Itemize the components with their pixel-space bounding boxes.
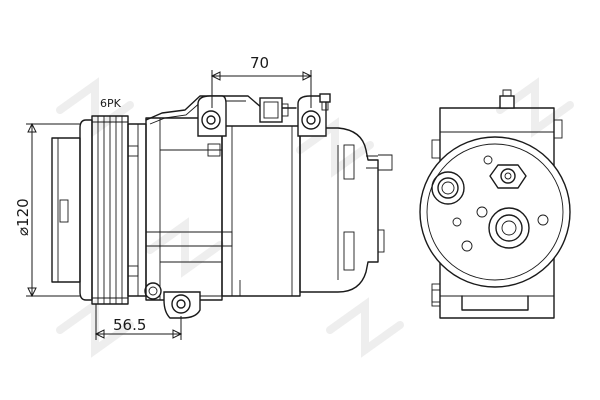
dimension-pulley-diameter-label: ⌀120 (14, 198, 32, 236)
clutch-housing (127, 123, 147, 297)
discharge-port (488, 207, 530, 249)
dimension-top-width (210, 70, 313, 108)
mounting-ear-bottom (163, 291, 201, 319)
end-view-face (419, 136, 571, 288)
clutch-hub (51, 137, 81, 283)
dimension-pulley-offset-label: 56.5 (113, 316, 146, 334)
dimension-top-width-label: 70 (250, 54, 269, 72)
suction-port (431, 171, 465, 205)
top-bolt (319, 93, 331, 103)
end-view-top-bolt (499, 95, 515, 109)
compressor-end-view (419, 89, 571, 319)
clutch-plate (79, 119, 93, 301)
rear-housing (299, 127, 379, 293)
main-body (221, 125, 301, 297)
pulley (91, 115, 129, 305)
dimension-pulley-diameter (26, 122, 80, 298)
dimension-pulley-offset (94, 304, 183, 340)
hex-fitting (489, 164, 527, 189)
bottom-bolt (144, 282, 162, 300)
compressor-side-view (51, 93, 393, 319)
belt-type-label: 6PK (100, 97, 122, 110)
